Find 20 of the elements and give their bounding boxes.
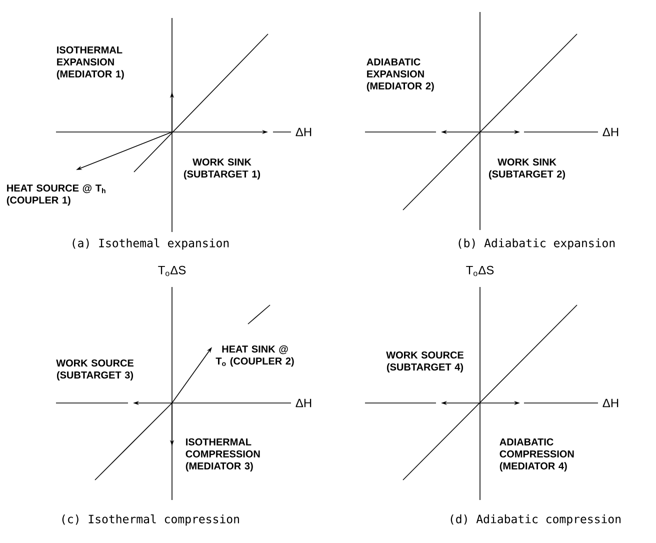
quadrant-label: ADIABATIC COMPRESSION (MEDIATOR 4): [500, 438, 574, 472]
quadrant-label: WORK SINK (SUBTARGET 1): [184, 158, 260, 180]
axis-label: ΔH: [602, 128, 618, 136]
axis-label: ΔH: [296, 398, 312, 408]
quadrant-label: WORK SINK (SUBTARGET 2): [488, 158, 566, 180]
axis-label: ΔH: [296, 128, 312, 136]
panel-caption: (b) Adiabatic expansion: [458, 238, 615, 250]
axis-label: ΔH: [602, 398, 618, 408]
quadrant-label: ISOTHERMAL COMPRESSION (MEDIATOR 3): [186, 438, 260, 472]
quadrant-label: ADIABATIC EXPANSION (MEDIATOR 2): [366, 58, 434, 92]
quadrant-label: WORK SOURCE (SUBTARGET 4): [386, 351, 464, 373]
panel-caption: (a) Isothemal expansion: [72, 238, 229, 250]
axis-label: T$_{o}$ΔS: [466, 266, 494, 276]
panel-caption: (d) Adiabatic compression: [450, 514, 620, 526]
panel-caption: (c) Isothermal compression: [62, 514, 239, 526]
quadrant-label: HEAT SOURCE @ T$_{h}$ (COUPLER 1): [6, 184, 106, 206]
quadrant-label: WORK SOURCE (SUBTARGET 3): [56, 359, 134, 381]
axis-label: T$_{o}$ΔS: [158, 266, 186, 276]
quadrant-label: ISOTHERMAL EXPANSION (MEDIATOR 1): [56, 46, 124, 80]
quadrant-label: HEAT SINK @ T$_{o}$ (COUPLER 2): [216, 345, 294, 367]
